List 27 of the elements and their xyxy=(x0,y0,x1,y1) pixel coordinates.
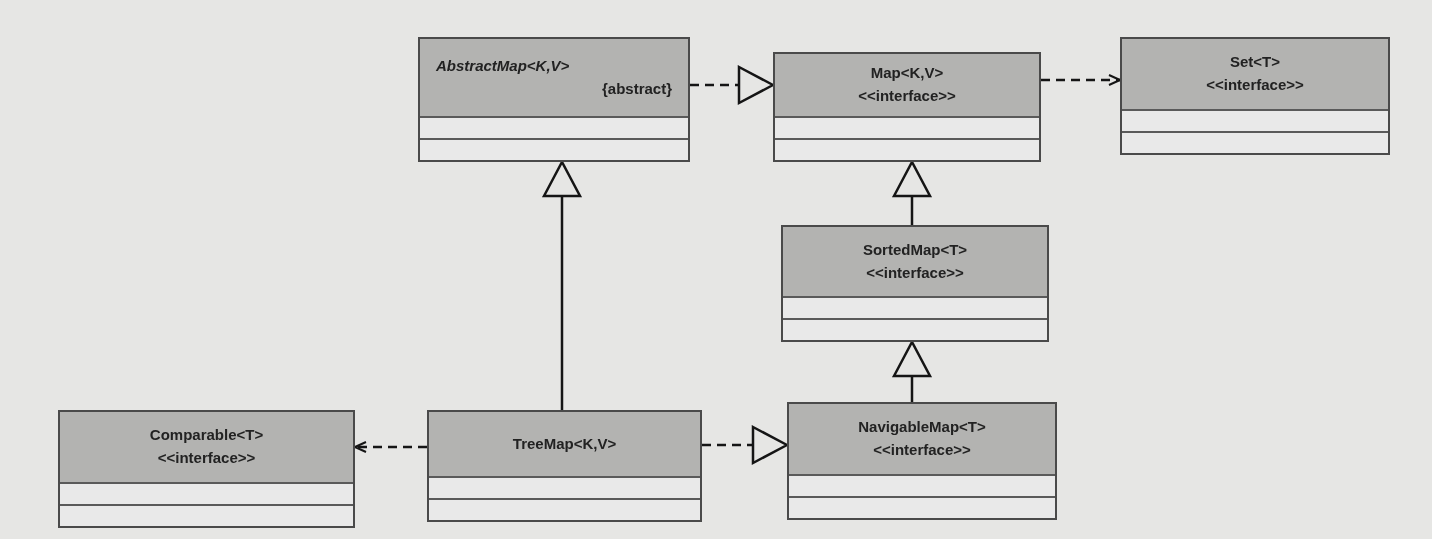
class-name: NavigableMap<T> xyxy=(857,418,987,437)
dependency-arrow xyxy=(354,441,427,453)
class-name: Comparable<T> xyxy=(148,426,265,445)
class-name: AbstractMap<K,V> xyxy=(436,56,571,76)
class-box xyxy=(1120,37,1390,155)
stereotype-label: <<interface>> xyxy=(1205,76,1305,95)
class-box xyxy=(427,410,702,522)
class-name: Map<K,V> xyxy=(869,64,945,83)
inheritance-arrow xyxy=(702,425,789,465)
inheritance-arrow xyxy=(892,340,932,402)
class-box xyxy=(781,225,1049,342)
class-name: SortedMap<T> xyxy=(861,240,969,260)
class-box xyxy=(773,52,1041,162)
class-name: Set<T> xyxy=(1229,53,1281,72)
inheritance-arrow xyxy=(690,65,775,105)
stereotype-label: <<interface>> xyxy=(857,87,957,106)
stereotype-label: <<interface>> xyxy=(865,263,965,283)
dependency-arrow xyxy=(1041,74,1121,86)
inheritance-arrow xyxy=(892,160,932,225)
class-box xyxy=(787,402,1057,520)
class-box xyxy=(418,37,690,162)
inheritance-arrow xyxy=(542,160,582,410)
class-name: TreeMap<K,V> xyxy=(511,434,618,454)
stereotype-label: <<interface>> xyxy=(156,449,257,468)
stereotype-label: {abstract} xyxy=(600,79,672,99)
class-box xyxy=(58,410,355,528)
stereotype-label: <<interface>> xyxy=(872,441,972,460)
